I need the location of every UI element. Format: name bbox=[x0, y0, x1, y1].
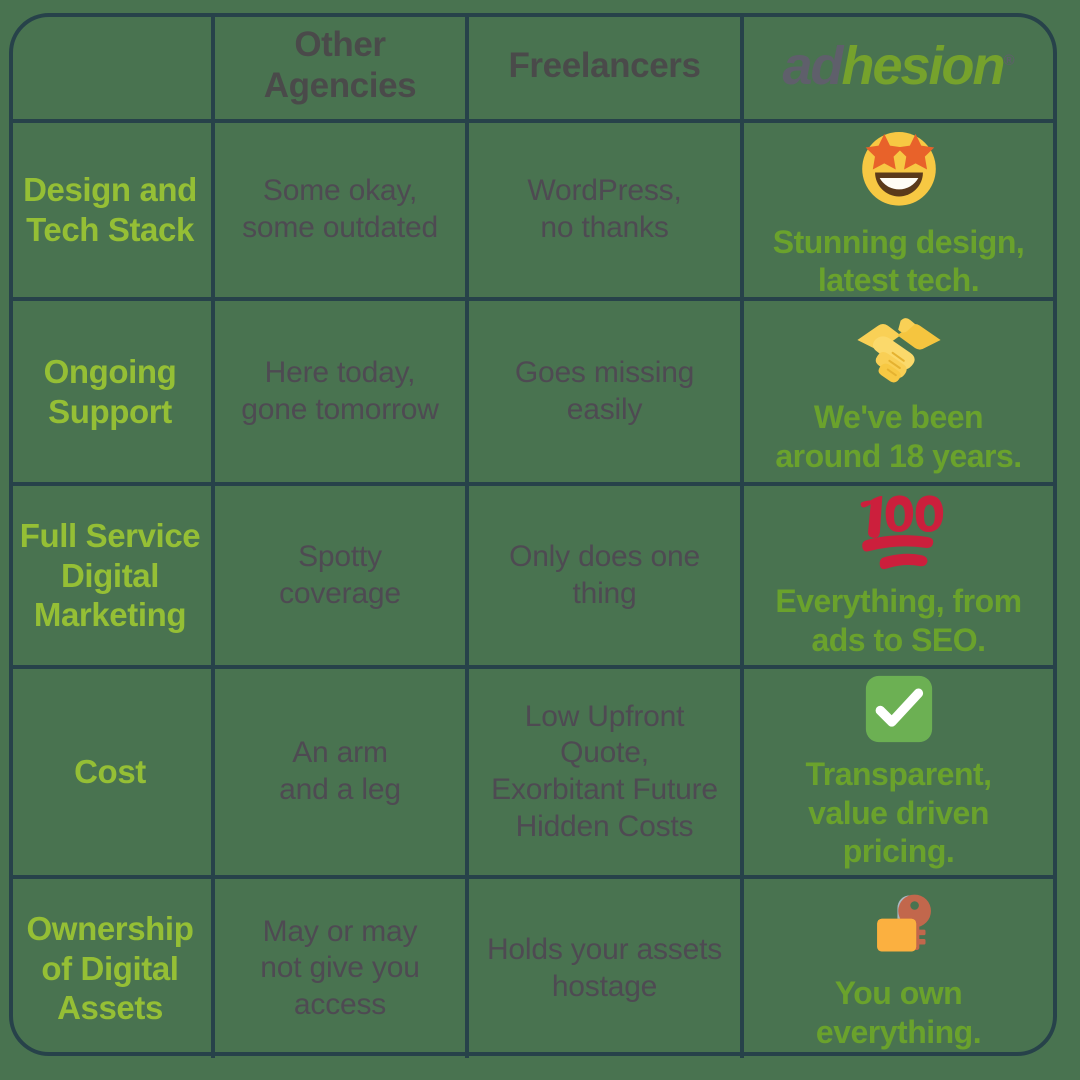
row-label-ownership-digital-assets: Ownership of Digital Assets bbox=[9, 879, 215, 1058]
cell-adhesion-cost: Transparent, value driven pricing. bbox=[744, 669, 1053, 879]
row-label-line1: Design and bbox=[23, 171, 197, 209]
row-label-ongoing-support: Ongoing Support bbox=[9, 301, 215, 486]
header-cell-other-agencies: Other Agencies bbox=[215, 13, 469, 123]
cell-adhesion-ownership: You own everything. bbox=[744, 879, 1053, 1058]
cell-adhesion-text: Stunning design, latest tech. bbox=[772, 223, 1025, 298]
cell-adhesion-text: You own everything. bbox=[815, 974, 982, 1051]
row-label-line2: Digital bbox=[60, 556, 160, 594]
row-label-full-service-digital-marketing: Full Service Digital Marketing bbox=[9, 486, 215, 669]
cell-line1: Transparent, bbox=[805, 756, 992, 793]
cell-line1: May or may bbox=[262, 914, 418, 948]
cell-freelancers-cost: Low Upfront Quote, Exorbitant Future Hid… bbox=[469, 669, 744, 879]
cell-other-agencies-cost: An arm and a leg bbox=[215, 669, 469, 879]
cell-freelancers-design: WordPress, no thanks bbox=[469, 123, 744, 301]
white-check-mark-emoji bbox=[863, 673, 935, 745]
cell-other-agencies-design: Some okay, some outdated bbox=[215, 123, 469, 301]
cell-line2: thing bbox=[572, 576, 637, 610]
cell-adhesion-text: We've been around 18 years. bbox=[775, 398, 1022, 475]
cell-line1: Some okay, bbox=[262, 174, 418, 208]
row-label-line1: Full Service bbox=[19, 517, 201, 555]
cell-line1: Here today, bbox=[264, 355, 416, 389]
cell-line2: latest tech. bbox=[817, 262, 980, 298]
cell-other-agencies-ownership: May or may not give you access bbox=[215, 879, 469, 1058]
cell-line2: easily bbox=[566, 392, 643, 426]
header-cell-freelancers: Freelancers bbox=[469, 13, 744, 123]
cell-line3: access bbox=[293, 987, 387, 1021]
cell-line1: You own bbox=[834, 975, 963, 1012]
comparison-grid: Other Agencies Freelancers adhesion® Des… bbox=[9, 13, 1057, 1058]
row-label-line2: Tech Stack bbox=[26, 211, 194, 248]
row-label-line2: Support bbox=[48, 392, 172, 430]
locked-with-key-emoji bbox=[860, 886, 938, 964]
cell-adhesion-text: Transparent, value driven pricing. bbox=[805, 755, 992, 870]
cell-line1: Holds your assets bbox=[486, 932, 723, 966]
row-label-line1: Ownership bbox=[26, 910, 194, 948]
registered-trademark-icon: ® bbox=[1003, 52, 1015, 69]
cell-freelancers-full-service: Only does one thing bbox=[469, 486, 744, 669]
cell-freelancers-ownership: Holds your assets hostage bbox=[469, 879, 744, 1058]
cell-freelancers-support: Goes missing easily bbox=[469, 301, 744, 486]
cell-line2: gone tomorrow bbox=[241, 392, 439, 426]
cell-line1: Goes missing bbox=[514, 355, 695, 389]
row-label-line1: Ongoing bbox=[43, 352, 177, 390]
logo-text-ad: ad bbox=[782, 36, 843, 96]
cell-adhesion-text: Everything, from ads to SEO. bbox=[775, 582, 1022, 659]
cell-line1: An arm bbox=[292, 736, 388, 770]
cell-line2: ads to SEO. bbox=[811, 621, 986, 658]
cell-line3: pricing. bbox=[842, 833, 955, 870]
cell-line1: WordPress, bbox=[527, 174, 682, 208]
cell-line2: Exorbitant Future bbox=[491, 773, 718, 806]
cell-other-agencies-support: Here today, gone tomorrow bbox=[215, 301, 469, 486]
cell-line2: coverage bbox=[279, 576, 401, 610]
cell-adhesion-full-service: Everything, from ads to SEO. bbox=[744, 486, 1053, 669]
cell-other-agencies-full-service: Spotty coverage bbox=[215, 486, 469, 669]
handshake-emoji bbox=[851, 308, 947, 388]
hundred-points-emoji bbox=[849, 492, 949, 572]
cell-line1: We've been bbox=[813, 399, 984, 436]
cell-line2: hostage bbox=[551, 969, 658, 1003]
row-label-line3: Marketing bbox=[33, 596, 187, 634]
row-label-cost: Cost bbox=[9, 669, 215, 879]
cell-line3: Hidden Costs bbox=[515, 809, 694, 843]
star-struck-emoji bbox=[853, 123, 945, 213]
header-other-agencies-line1: Other bbox=[294, 25, 386, 65]
logo-text-hesion: hesion bbox=[841, 36, 1005, 96]
cell-line2: everything. bbox=[815, 1013, 982, 1050]
cell-line2: no thanks bbox=[540, 211, 669, 244]
cell-adhesion-support: We've been around 18 years. bbox=[744, 301, 1053, 486]
cell-line2: value driven bbox=[808, 794, 989, 831]
cell-line2: some outdated bbox=[242, 211, 438, 244]
header-other-agencies-line2: Agencies bbox=[263, 66, 417, 105]
row-label-line2: of Digital bbox=[41, 949, 179, 987]
row-label-design-tech-stack: Design and Tech Stack bbox=[9, 123, 215, 301]
header-cell-adhesion-logo: adhesion® bbox=[744, 13, 1053, 123]
cell-adhesion-design: Stunning design, latest tech. bbox=[744, 123, 1053, 301]
cell-line2: not give you bbox=[260, 951, 420, 985]
cell-line2: around 18 years. bbox=[775, 437, 1022, 474]
header-freelancers-label: Freelancers bbox=[508, 45, 701, 85]
cell-line2: and a leg bbox=[279, 773, 401, 806]
cell-line1: Low Upfront Quote, bbox=[524, 699, 685, 770]
header-cell-blank bbox=[9, 13, 215, 123]
row-label-line1: Cost bbox=[74, 753, 146, 791]
cell-line1: Everything, from bbox=[775, 583, 1022, 620]
cell-line1: Spotty bbox=[298, 539, 382, 573]
comparison-table: Other Agencies Freelancers adhesion® Des… bbox=[9, 13, 1057, 1058]
row-label-line3: Assets bbox=[57, 989, 163, 1027]
cell-line1: Only does one bbox=[509, 539, 700, 573]
adhesion-logo: adhesion® bbox=[782, 39, 1014, 93]
cell-line1: Stunning design, bbox=[772, 223, 1025, 260]
